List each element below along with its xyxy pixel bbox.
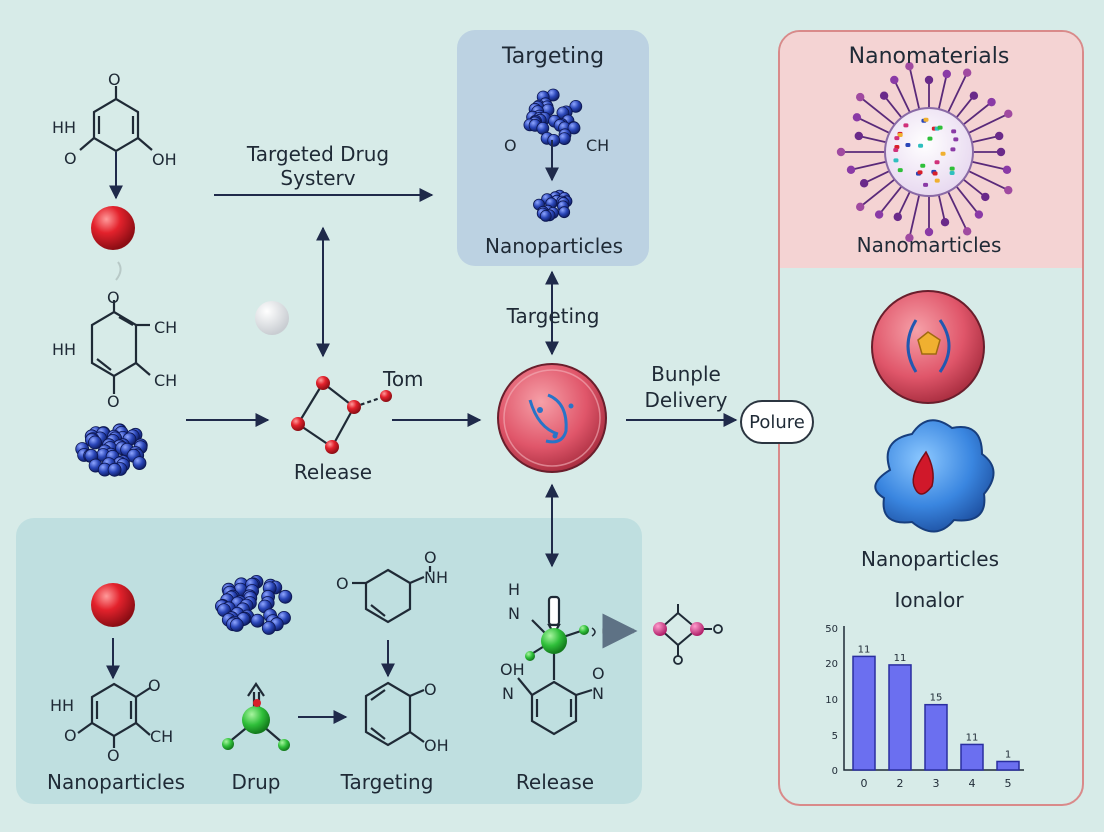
virus-nanoparticle: [836, 62, 1013, 242]
y-tick-label: 0: [832, 766, 838, 777]
bar: [888, 664, 912, 771]
tom-label: Tom: [383, 367, 424, 391]
targeting-panel-caption: Nanoparticles: [485, 234, 623, 258]
nanoparticle-cluster-targeting-small: [533, 189, 573, 222]
atom-label: O: [108, 70, 121, 89]
y-tick-label: 50: [825, 624, 838, 635]
y-tick-label: 5: [832, 731, 838, 742]
delivery-label-line1: Bunple: [651, 362, 721, 386]
release-label: Release: [293, 460, 373, 484]
faint-connector: [115, 261, 122, 281]
atom-label: N: [592, 684, 604, 703]
molecule-bottom-left: [77, 682, 151, 748]
bottom-label-drup: Drup: [231, 770, 281, 794]
system-label-line2: Systerv: [280, 166, 356, 190]
atom-label: O: [336, 574, 349, 593]
targeting-panel-title: Targeting: [501, 44, 605, 69]
nanoparticle-cluster-bottom: [214, 575, 293, 635]
atom-label: OH: [152, 150, 177, 169]
atom-label: O: [64, 149, 77, 168]
y-tick-label: 10: [825, 695, 838, 706]
atom-label: NH: [424, 568, 448, 587]
atom-label: O: [424, 548, 437, 567]
bar-data-label: 11: [858, 644, 871, 655]
x-tick-label: 2: [897, 777, 904, 790]
nanomaterials-caption-top: Nanomarticles: [856, 233, 1002, 257]
bottom-label-nanoparticles: Nanoparticles: [47, 770, 185, 794]
atom-label: OH: [424, 736, 449, 755]
bottom-label-targeting: Targeting: [340, 770, 434, 794]
white-sphere: [255, 301, 289, 335]
atom-label: OH: [500, 660, 525, 679]
atom-label: O: [107, 746, 120, 765]
molecule-bottom-release: [517, 595, 596, 736]
polure-bubble: Polure: [740, 400, 814, 444]
bar-data-label: 1: [1005, 749, 1011, 760]
atom-label: CH: [586, 136, 610, 155]
bar-data-label: 15: [930, 693, 943, 704]
nanomaterials-title: Nanomaterials: [848, 44, 1010, 69]
red-cell-right: [871, 290, 985, 404]
molecule-bottom-ring: [352, 566, 432, 624]
release-molecule: [291, 376, 392, 454]
bar-data-label: 11: [894, 653, 907, 664]
nanomaterials-caption-mid: Nanoparticles: [861, 547, 999, 571]
atom-label: O: [148, 676, 161, 695]
nanoparticle-cluster-left: [75, 423, 148, 477]
chart-title: Ionalor: [894, 588, 964, 612]
x-tick-label: 0: [861, 777, 868, 790]
bar: [924, 703, 948, 771]
molecule-top-left: [79, 86, 153, 153]
atom-label: H: [508, 580, 521, 599]
y-tick-label: 20: [825, 659, 838, 670]
drup-molecule: [222, 682, 290, 751]
bottom-process-panel: [16, 518, 642, 804]
center-targeting-label: Targeting: [506, 304, 600, 328]
red-sphere-bottom: [91, 583, 135, 627]
x-tick-label: 4: [969, 777, 976, 790]
atom-label: O: [107, 288, 120, 307]
atom-label: CH: [154, 371, 178, 390]
bar: [996, 760, 1020, 771]
atom-label: O: [424, 680, 437, 699]
atom-label: O: [504, 136, 517, 155]
atom-label: HH: [52, 118, 77, 137]
molecule-mid-left: [90, 300, 151, 394]
delivery-label-line2: Delivery: [644, 388, 728, 412]
nanoparticle-cluster-targeting-large: [523, 88, 583, 147]
molecule-bottom-target: [364, 681, 425, 747]
bottom-label-release: Release: [515, 770, 595, 794]
central-cell: [497, 363, 607, 473]
atom-label: CH: [150, 727, 174, 746]
atom-label: O: [107, 392, 120, 411]
x-tick-label: 3: [933, 777, 940, 790]
bar: [852, 655, 876, 771]
atom-label: O: [592, 664, 605, 683]
product-molecule: [653, 604, 723, 665]
x-tick-label: 5: [1005, 777, 1012, 790]
atom-label: O: [64, 726, 77, 745]
atom-label: CH: [154, 318, 178, 337]
atom-label: N: [508, 604, 520, 623]
red-sphere-top: [91, 206, 135, 250]
system-label-line1: Targeted Drug: [246, 142, 390, 166]
bar: [960, 743, 984, 771]
atom-label: HH: [52, 340, 77, 359]
nanomaterials-panel: [778, 30, 1084, 806]
bar-data-label: 11: [966, 732, 979, 743]
atom-label: N: [502, 684, 514, 703]
atom-label: HH: [50, 696, 75, 715]
blue-blob-right: [874, 419, 995, 533]
